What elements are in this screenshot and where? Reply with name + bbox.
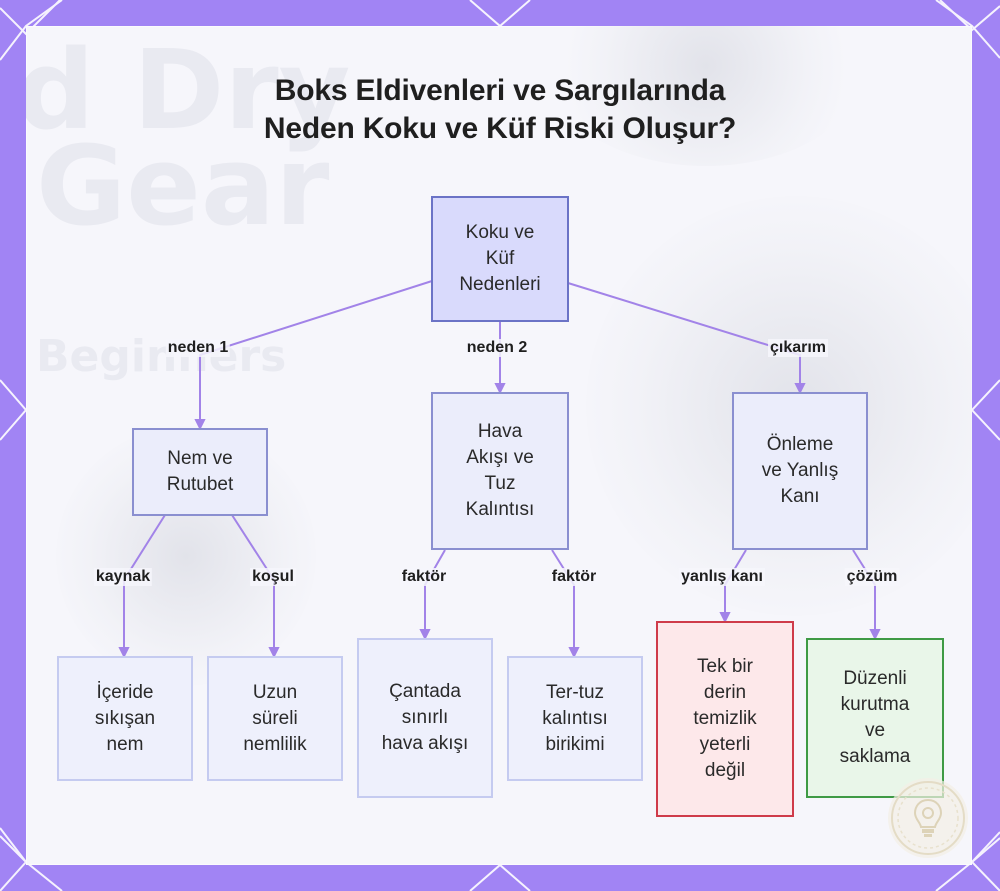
edge-prevent-solution <box>853 550 875 630</box>
edge-label-faktor-2: faktör <box>550 568 598 586</box>
node-sweat-residue: Ter-tuz kalıntısı birikimi <box>507 656 643 781</box>
edge-root-moisture-arrow <box>196 420 204 428</box>
edge-label-faktor-1: faktör <box>400 568 448 586</box>
edge-label-neden-1: neden 1 <box>166 339 230 357</box>
node-moisture: Nem ve Rutubet <box>132 428 268 516</box>
node-prevention-myth: Önleme ve Yanlış Kanı <box>732 392 868 550</box>
edge-label-cikarim: çıkarım <box>768 339 828 357</box>
edge-prevent-solution-arrow <box>871 630 879 638</box>
node-myth-deep-clean: Tek bir derin temizlik yeterli değil <box>656 621 794 817</box>
edge-airflow-bag-arrow <box>421 630 429 638</box>
edge-root-prevent <box>568 283 800 384</box>
edge-label-kaynak: kaynak <box>94 568 152 586</box>
edge-label-kosul: koşul <box>250 568 296 586</box>
node-airflow-salt: Hava Akışı ve Tuz Kalıntısı <box>431 392 569 550</box>
edge-root-moisture <box>200 281 432 420</box>
edge-moisture-humidity-arrow <box>270 648 278 656</box>
node-root-causes: Koku ve Küf Nedenleri <box>431 196 569 322</box>
edge-airflow-bag <box>425 550 445 630</box>
edge-root-airflow-arrow <box>496 384 504 392</box>
edge-label-cozum: çözüm <box>845 568 900 586</box>
node-long-humidity: Uzun süreli nemlilik <box>207 656 343 781</box>
edge-label-neden-2: neden 2 <box>465 339 529 357</box>
node-bag-airflow: Çantada sınırlı hava akışı <box>357 638 493 798</box>
edge-airflow-residue <box>552 550 574 648</box>
node-trapped-moisture: İçeride sıkışan nem <box>57 656 193 781</box>
edge-airflow-residue-arrow <box>570 648 578 656</box>
edge-label-yanlis-kani: yanlış kanı <box>679 568 765 586</box>
edge-root-prevent-arrow <box>796 384 804 392</box>
edge-moisture-trapped-arrow <box>120 648 128 656</box>
edge-prevent-myth-arrow <box>721 613 729 621</box>
gear-bulb-badge-icon <box>884 774 972 862</box>
